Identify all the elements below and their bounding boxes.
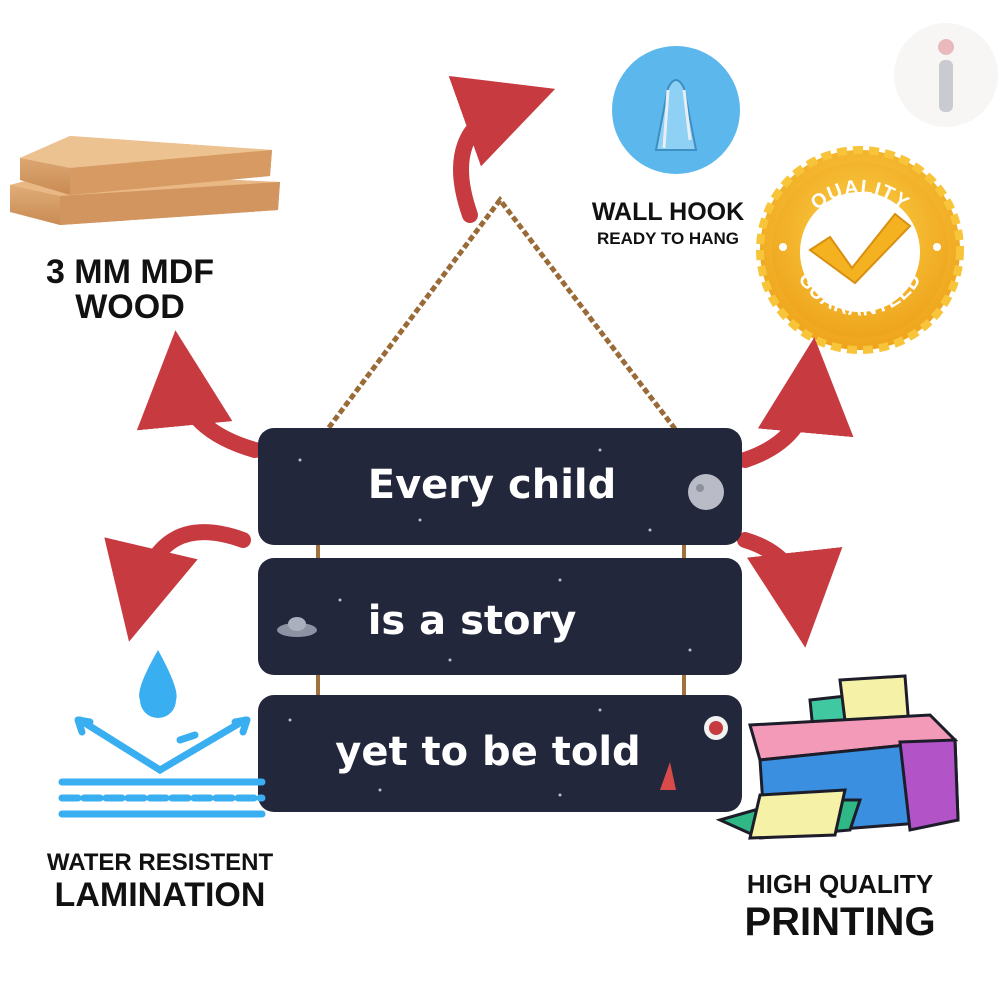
wall-hook-icon xyxy=(612,46,740,174)
wood-label-line2: WOOD xyxy=(75,288,185,326)
printing-label-line2: PRINTING xyxy=(744,900,935,944)
board-stars xyxy=(288,448,692,797)
hook-subtitle: READY TO HANG xyxy=(597,229,739,248)
arrow-to-hook xyxy=(448,75,556,223)
board-3: yet to be told xyxy=(258,695,742,812)
water-label-line1: WATER RESISTENT xyxy=(47,849,274,876)
arrow-to-printer xyxy=(737,532,843,648)
arrow-to-badge xyxy=(737,337,854,468)
board-2: is a story xyxy=(258,558,742,675)
hanging-rope xyxy=(316,195,687,444)
printing-label-line1: HIGH QUALITY xyxy=(747,869,933,899)
board-2-text: is a story xyxy=(368,598,577,644)
arrow-to-water xyxy=(104,524,251,642)
board-3-text: yet to be told xyxy=(335,729,640,775)
printer-icon xyxy=(715,674,960,840)
board-1: Every child xyxy=(258,428,742,545)
brand-logo xyxy=(894,23,998,127)
water-label-line2: LAMINATION xyxy=(55,876,266,914)
wood-planks-icon xyxy=(10,136,280,225)
arrows xyxy=(104,75,854,648)
arrow-to-wood xyxy=(136,330,263,458)
quality-guaranteed-badge: QUALITY GUARANTEED xyxy=(756,146,964,354)
wood-label-line1: 3 MM MDF xyxy=(46,253,214,291)
water-resistant-icon xyxy=(58,650,266,818)
board-1-text: Every child xyxy=(368,462,617,508)
hook-title: WALL HOOK xyxy=(592,198,744,226)
